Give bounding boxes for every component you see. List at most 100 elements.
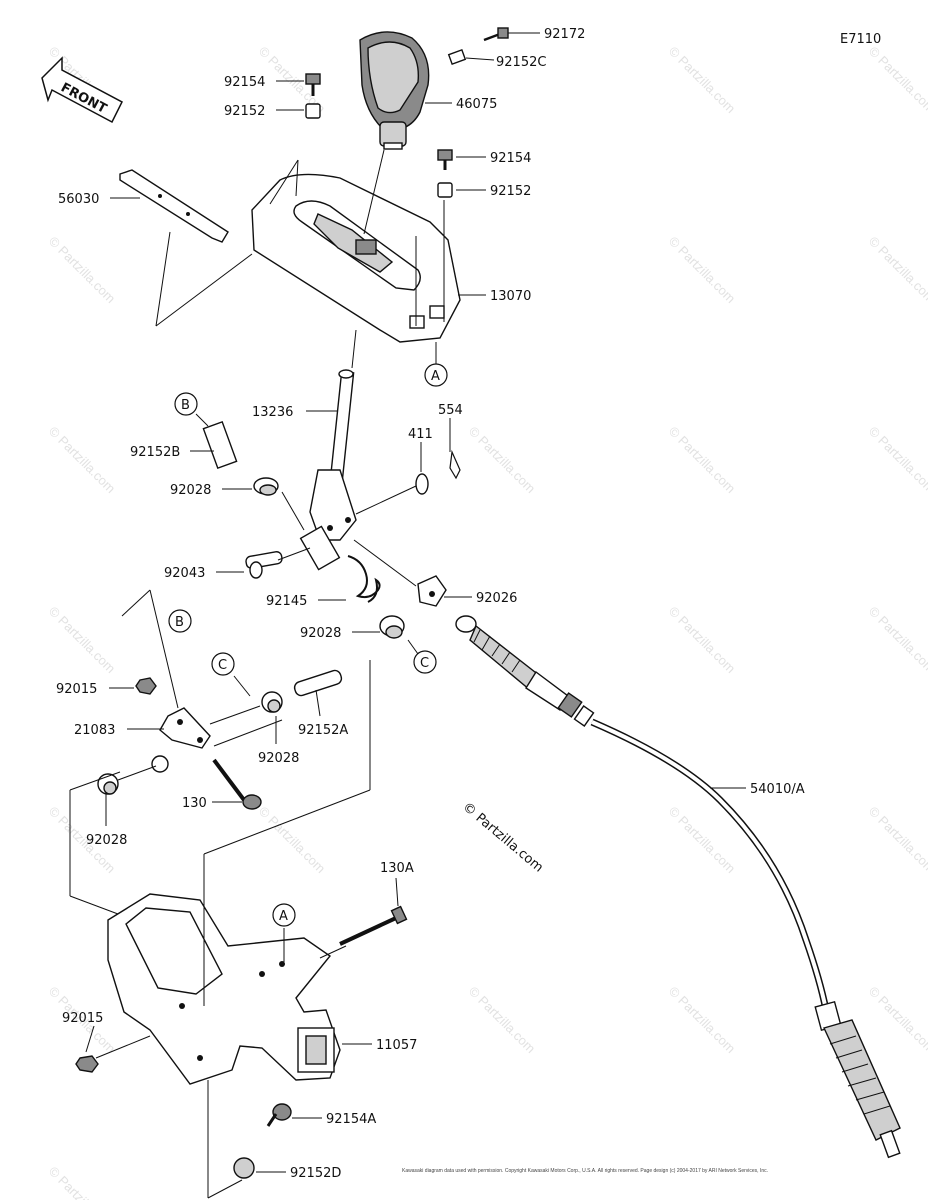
watermark: © Partzilla.com: [666, 804, 739, 877]
callout-letter: B: [175, 615, 184, 630]
watermark: © Partzilla.com: [666, 424, 739, 497]
front-arrow-icon: FRONT: [41, 56, 123, 124]
bracket-21083: [159, 707, 211, 749]
callout-b-mid: B: [168, 609, 192, 633]
watermark: © Partzilla.com: [866, 984, 928, 1057]
part-label: 56030: [58, 192, 99, 207]
part-label: 92152: [490, 184, 531, 199]
screw-92172: [483, 27, 509, 42]
part-label: 92028: [86, 833, 127, 848]
watermark: © Partzilla.com: [666, 604, 739, 677]
bracket-11057: [107, 893, 341, 1085]
watermark: © Partzilla.com: [46, 1164, 119, 1200]
bolt-92154-right: [437, 149, 453, 170]
watermark: © Partzilla.com: [866, 44, 928, 117]
part-label: 92043: [164, 566, 205, 581]
callout-c-right: C: [413, 650, 437, 674]
washer-411: [415, 473, 429, 495]
part-label: 92152D: [290, 1166, 341, 1181]
shift-lever-13236: [309, 369, 357, 541]
part-label: 92026: [476, 591, 517, 606]
part-label: 92028: [300, 626, 341, 641]
bolt-130: [212, 758, 262, 810]
collar-92152-left: [305, 103, 321, 119]
part-label: 46075: [456, 97, 497, 112]
center-watermark: © Partzilla.com: [459, 800, 545, 876]
diagram-code: E7110: [840, 32, 881, 47]
watermark: © Partzilla.com: [46, 424, 119, 497]
watermark: © Partzilla.com: [866, 604, 928, 677]
watermark: © Partzilla.com: [666, 234, 739, 307]
shift-knob: [359, 31, 430, 150]
part-label: 21083: [74, 723, 115, 738]
collar-92152-right: [437, 182, 453, 198]
watermark: © Partzilla.com: [466, 424, 539, 497]
part-label: 92172: [544, 27, 585, 42]
callout-letter: A: [431, 369, 440, 384]
watermark: © Partzilla.com: [256, 804, 329, 877]
part-label: 554: [438, 403, 463, 418]
callout-a-top: A: [424, 363, 448, 387]
watermark: © Partzilla.com: [46, 604, 119, 677]
spring-92145: [347, 555, 381, 603]
part-label: 92154: [490, 151, 531, 166]
bush-92028-a: [253, 477, 279, 496]
watermark: © Partzilla.com: [466, 984, 539, 1057]
part-label: 13236: [252, 405, 293, 420]
collar-92152b: [202, 420, 238, 470]
watermark: © Partzilla.com: [866, 234, 928, 307]
part-label: 92028: [170, 483, 211, 498]
part-label: 411: [408, 427, 433, 442]
part-label: 13070: [490, 289, 531, 304]
part-label: 92145: [266, 594, 307, 609]
watermark: © Partzilla.com: [666, 984, 739, 1057]
part-label: 92028: [258, 751, 299, 766]
watermark: © Partzilla.com: [866, 804, 928, 877]
part-labels: 92172 92152C 92154 92152 46075 92154 921…: [56, 27, 805, 1181]
shift-cable-54010a: [455, 615, 901, 1159]
pin-554: [449, 449, 461, 480]
pin-92043: [245, 551, 283, 579]
watermark: © Partzilla.com: [666, 44, 739, 117]
nut-92015-a: [135, 677, 157, 695]
bush-92028-b: [379, 615, 405, 639]
leader-lines: [85, 32, 746, 1173]
part-label: 92154: [224, 75, 265, 90]
copyright-note: Kawasaki diagram data used with permissi…: [402, 1168, 768, 1174]
callout-letter: B: [181, 398, 190, 413]
callout-c-mid: C: [211, 652, 235, 676]
watermark: © Partzilla.com: [46, 234, 119, 307]
collar-small: [151, 755, 169, 773]
part-label: 54010/A: [750, 782, 805, 797]
bush-92028-d: [97, 773, 119, 795]
collar-92152c: [447, 49, 467, 65]
part-label: 11057: [376, 1038, 417, 1053]
bolt-92154a: [266, 1103, 292, 1127]
bolt-92154-left: [305, 73, 321, 96]
bolt-130a: [339, 905, 408, 946]
part-label: 92154A: [326, 1112, 376, 1127]
collar-92152a: [293, 669, 343, 697]
part-label: 92152C: [496, 55, 546, 70]
collar-92152d: [233, 1157, 255, 1179]
plate-56030: [119, 169, 229, 243]
callout-b-top: B: [174, 392, 198, 416]
part-label: 92152B: [130, 445, 180, 460]
cover-13070: [251, 173, 461, 343]
part-label: 92152: [224, 104, 265, 119]
joint-92026: [417, 575, 447, 607]
callout-letter: A: [279, 909, 288, 924]
assembly-lines: [69, 149, 445, 1199]
part-label: 130: [182, 796, 207, 811]
part-label: 92015: [56, 682, 97, 697]
bush-92028-c: [261, 691, 283, 713]
callout-a-bottom: A: [272, 903, 296, 927]
callout-letter: C: [218, 658, 227, 673]
part-label: 92015: [62, 1011, 103, 1026]
part-label: 130A: [380, 861, 414, 876]
lever-collar: [299, 525, 341, 571]
callout-letter: C: [420, 656, 429, 671]
part-label: 92152A: [298, 723, 348, 738]
nut-92015-b: [75, 1055, 99, 1073]
